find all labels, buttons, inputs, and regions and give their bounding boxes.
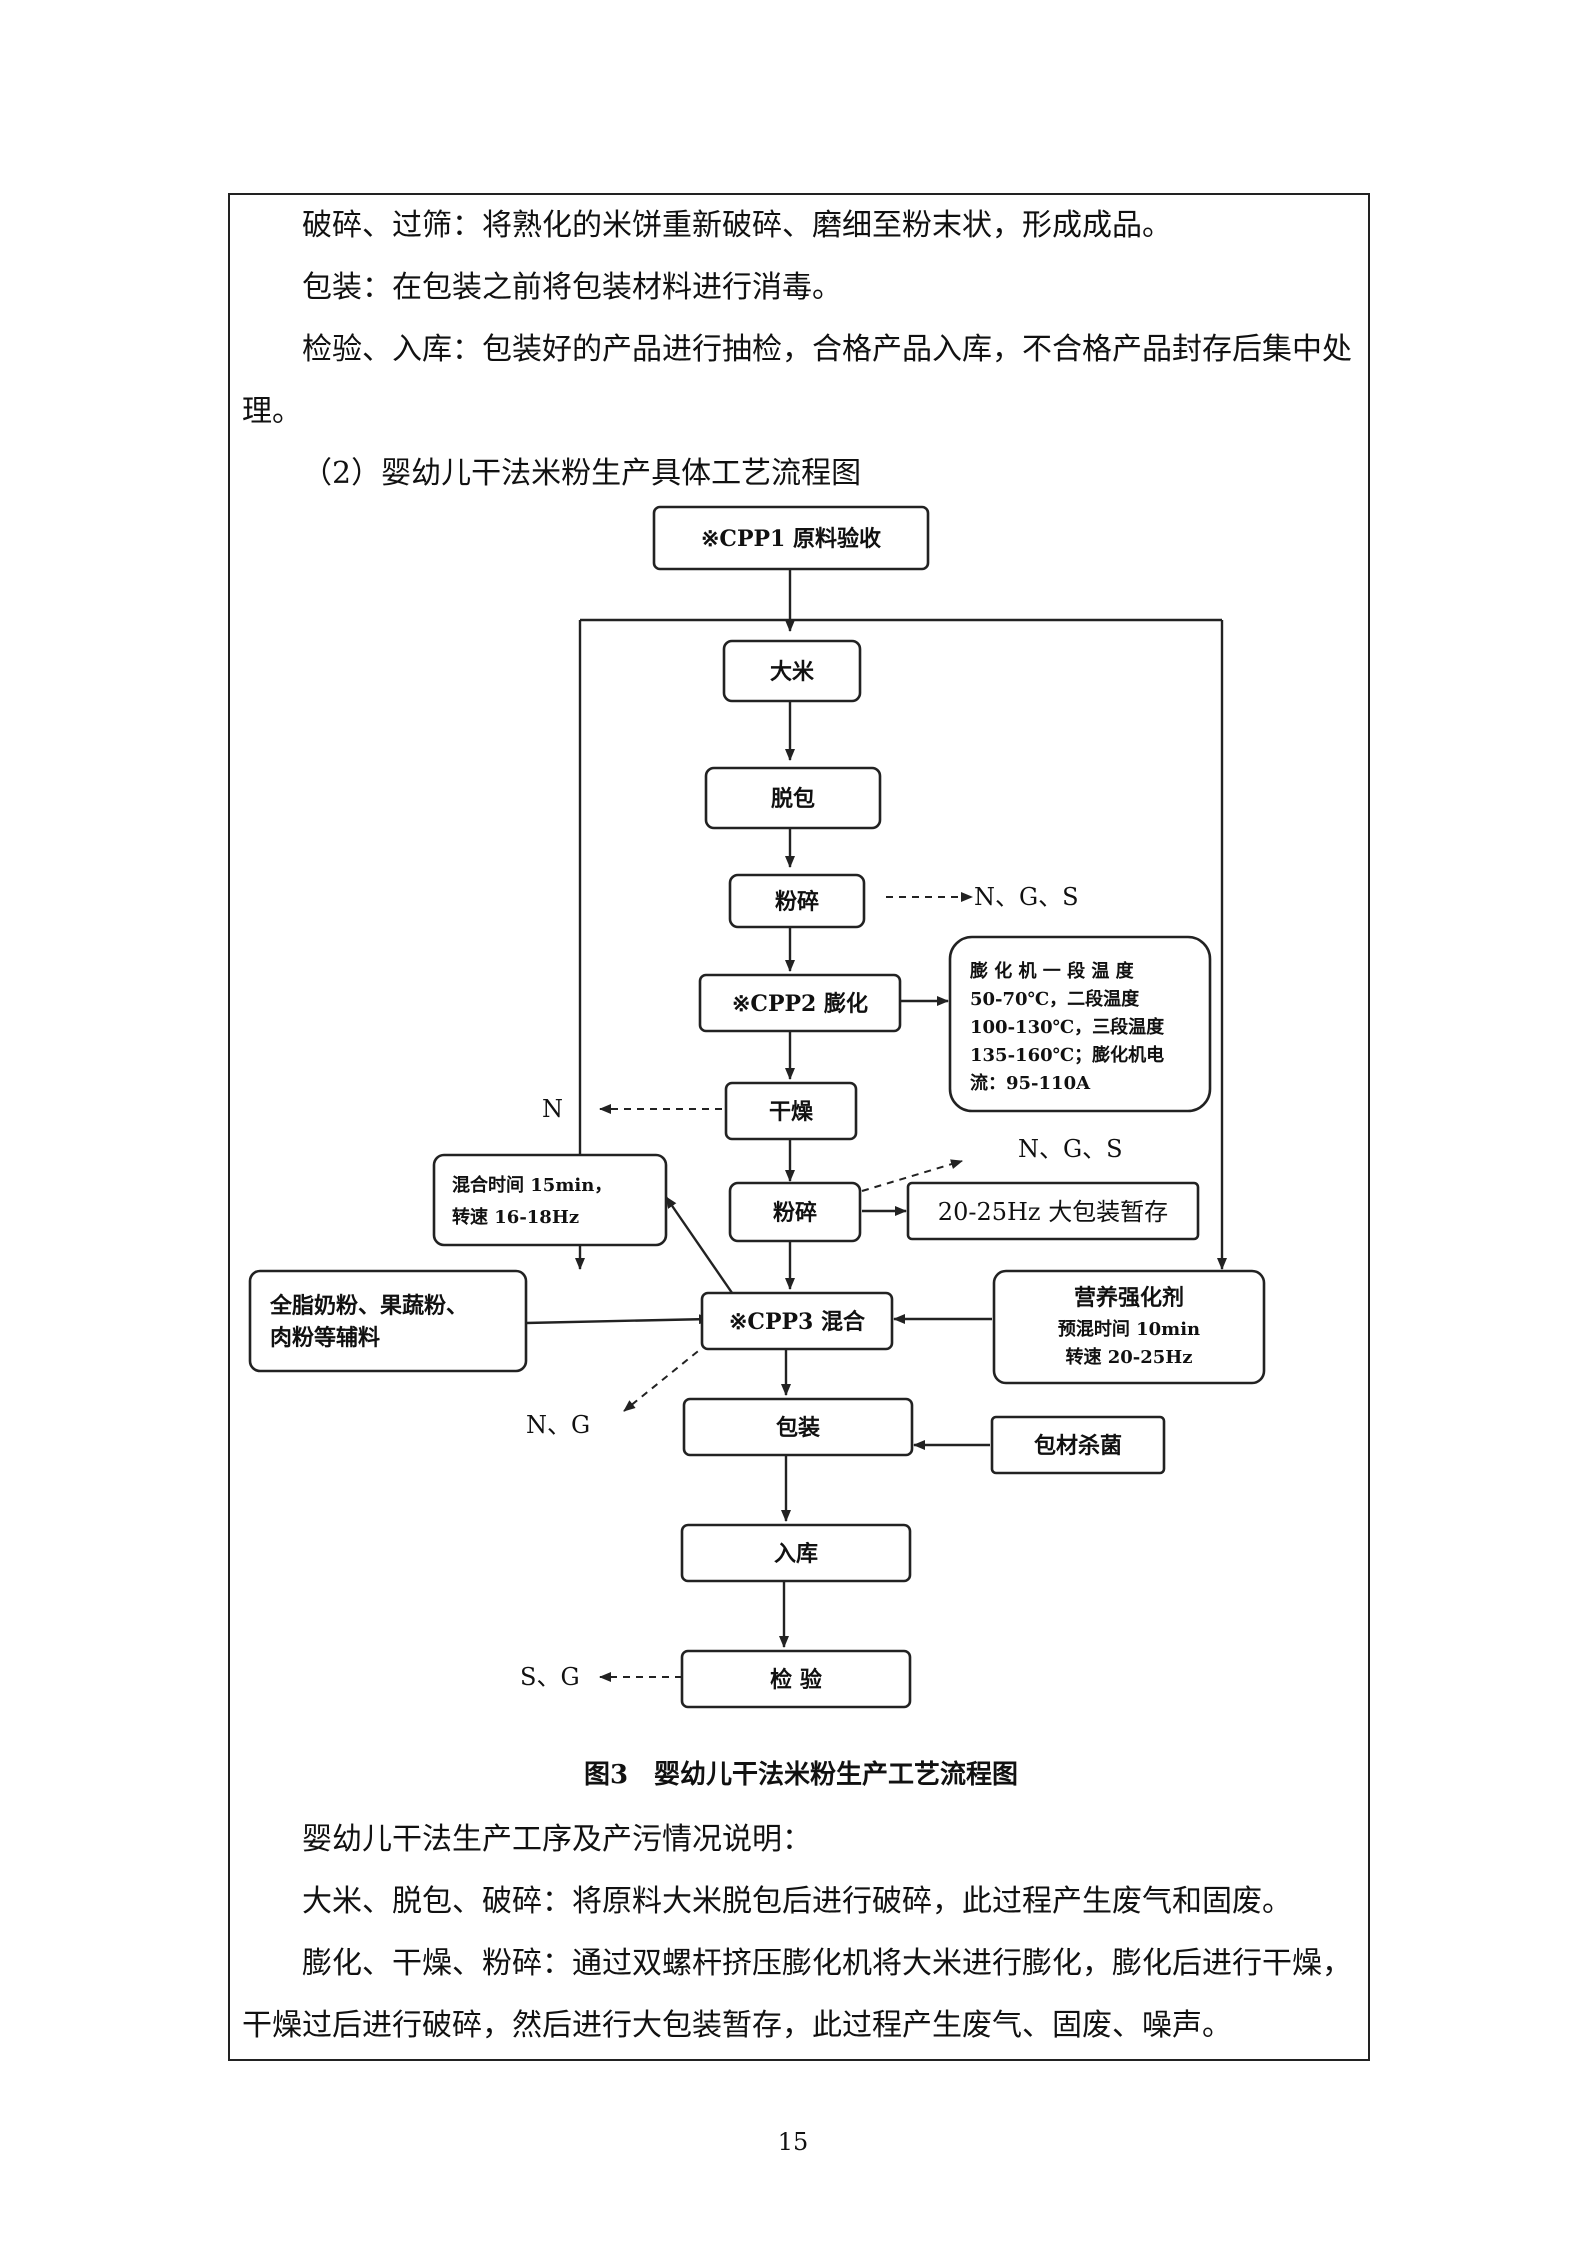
emission-label-crush2: N、G、S: [1018, 1135, 1123, 1163]
node-drying: 干燥: [724, 1081, 858, 1141]
svg-text:135-160℃；膨化机电: 135-160℃；膨化机电: [970, 1044, 1164, 1066]
paragraph-inspection: 检验、入库：包装好的产品进行抽检，合格产品入库，不合格产品封存后集中处理。: [242, 332, 1352, 429]
paragraph-crush-sieve: 破碎、过筛：将熟化的米饼重新破碎、磨细至粉末状，形成成品。: [302, 208, 1172, 243]
svg-text:检 验: 检 验: [770, 1667, 822, 1693]
box-mixing-parameters: 混合时间 15min， 转速 16-18Hz: [432, 1153, 668, 1247]
svg-text:预混时间 10min: 预混时间 10min: [1058, 1319, 1200, 1340]
emission-label-crush1: N、G、S: [974, 883, 1079, 911]
figure-caption: 图3 婴幼儿干法米粉生产工艺流程图: [583, 1760, 1019, 1790]
arrow-crush2-emission: [861, 1159, 963, 1192]
node-dehusk: 脱包: [704, 766, 882, 830]
emission-label-dry: N: [542, 1095, 563, 1123]
node-crush-1: 粉碎: [728, 873, 866, 929]
page-number: 15: [777, 2128, 809, 2156]
box-nutrition-fortifier: 营养强化剂 预混时间 10min 转速 20-25Hz: [992, 1269, 1266, 1385]
node-rice: 大米: [722, 639, 862, 703]
svg-text:※CPP1 原料验收: ※CPP1 原料验收: [701, 526, 881, 552]
svg-text:粉碎: 粉碎: [773, 1200, 817, 1226]
node-warehousing: 入库: [680, 1523, 912, 1583]
box-puffing-parameters: 膨 化 机 一 段 温 度 50-70℃，二段温度 100-130℃，三段温度 …: [948, 935, 1212, 1113]
process-flowchart: ※CPP1 原料验收 大米 脱包 粉碎 ※CPP2 膨化 干燥 粉碎 ※CPP: [248, 505, 1266, 1709]
node-inspection: 检 验: [680, 1649, 912, 1709]
svg-text:干燥: 干燥: [769, 1099, 814, 1125]
paragraph-process-intro: 婴幼儿干法生产工序及产污情况说明：: [302, 1822, 812, 1857]
emission-label-inspect: S、G: [520, 1663, 580, 1691]
svg-text:转速 16-18Hz: 转速 16-18Hz: [452, 1206, 579, 1228]
node-packaging: 包装: [682, 1397, 914, 1457]
svg-text:包材杀菌: 包材杀菌: [1034, 1433, 1122, 1459]
svg-text:包装: 包装: [776, 1415, 820, 1441]
svg-text:大米: 大米: [770, 659, 815, 685]
box-bulk-storage: 20-25Hz 大包装暂存: [906, 1181, 1200, 1241]
svg-text:100-130℃，三段温度: 100-130℃，三段温度: [970, 1016, 1165, 1038]
paragraph-rice-dehusk: 大米、脱包、破碎：将原料大米脱包后进行破碎，此过程产生废气和固废。: [302, 1884, 1292, 1919]
node-puffing: ※CPP2 膨化: [698, 973, 902, 1033]
emission-label-mix: N、G: [526, 1411, 590, 1439]
node-mixing: ※CPP3 混合: [700, 1291, 894, 1351]
section-heading-flowchart: （2）婴幼儿干法米粉生产具体工艺流程图: [302, 456, 862, 491]
svg-text:转速 20-25Hz: 转速 20-25Hz: [1065, 1346, 1192, 1368]
paragraph-packaging: 包装：在包装之前将包装材料进行消毒。: [302, 270, 842, 305]
svg-text:膨 化 机 一 段 温 度: 膨 化 机 一 段 温 度: [969, 960, 1135, 982]
paragraph-puff-dry-crush: 膨化、干燥、粉碎：通过双螺杆挤压膨化机将大米进行膨化，膨化后进行干燥，干燥过后进…: [242, 1946, 1352, 2043]
svg-text:※CPP2 膨化: ※CPP2 膨化: [732, 991, 868, 1017]
svg-text:全脂奶粉、果蔬粉、: 全脂奶粉、果蔬粉、: [269, 1293, 468, 1319]
svg-text:混合时间 15min，: 混合时间 15min，: [452, 1174, 612, 1196]
svg-text:50-70℃，二段温度: 50-70℃，二段温度: [970, 988, 1140, 1010]
node-raw-acceptance: ※CPP1 原料验收: [652, 505, 930, 571]
document-frame: 破碎、过筛：将熟化的米饼重新破碎、磨细至粉末状，形成成品。 包装：在包装之前将包…: [228, 193, 1370, 2061]
svg-text:※CPP3 混合: ※CPP3 混合: [729, 1309, 866, 1335]
svg-text:流：95-110A: 流：95-110A: [970, 1072, 1091, 1094]
node-crush-2: 粉碎: [728, 1181, 862, 1243]
svg-text:20-25Hz 大包装暂存: 20-25Hz 大包装暂存: [938, 1198, 1168, 1226]
svg-text:营养强化剂: 营养强化剂: [1074, 1285, 1184, 1311]
svg-text:粉碎: 粉碎: [775, 889, 819, 915]
arrow-auxiliary-to-mix: [525, 1314, 711, 1325]
svg-text:入库: 入库: [774, 1541, 818, 1567]
box-auxiliary-materials: 全脂奶粉、果蔬粉、 肉粉等辅料: [248, 1269, 528, 1373]
svg-text:脱包: 脱包: [771, 786, 815, 812]
svg-text:肉粉等辅料: 肉粉等辅料: [270, 1325, 380, 1351]
box-packaging-sterilization: 包材杀菌: [990, 1415, 1166, 1475]
